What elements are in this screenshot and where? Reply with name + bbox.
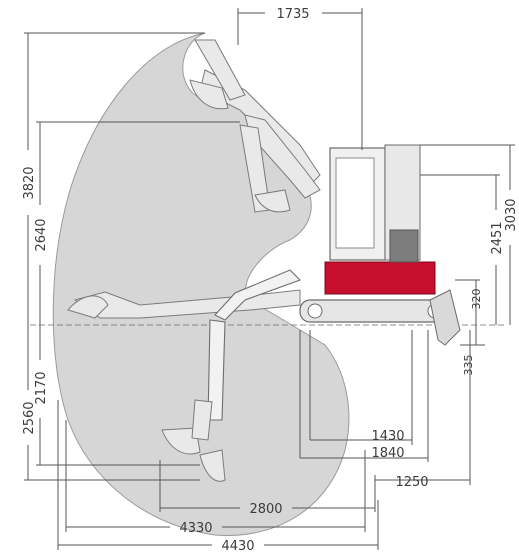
dim-2170-label: 2170 — [34, 371, 49, 404]
dim-4430-label: 4430 — [221, 539, 254, 553]
dim-1840-label: 1840 — [371, 446, 404, 461]
dim-2451-label: 2451 — [490, 221, 505, 254]
dim-1250-label: 1250 — [395, 475, 428, 490]
dim-2560-label: 2560 — [22, 401, 37, 434]
dim-1430-label: 1430 — [371, 429, 404, 444]
dim-3820-label: 3820 — [22, 166, 37, 199]
dim-2800-label: 2800 — [249, 502, 282, 517]
dim-top-width: 1735 — [237, 7, 363, 150]
dim-335-label: 335 — [462, 355, 475, 376]
dim-3030-label: 3030 — [504, 198, 519, 231]
dim-1735-label: 1735 — [276, 7, 309, 22]
dim-2640-label: 2640 — [34, 218, 49, 251]
excavator-machine — [299, 144, 461, 346]
boom-mid-position — [239, 114, 321, 213]
dim-left-heights: 3820 2640 2560 2170 — [22, 32, 240, 481]
dim-tail-swing: 1430 1840 1250 — [299, 330, 471, 495]
blade — [429, 289, 461, 346]
dim-4330-label: 4330 — [179, 521, 212, 536]
boom-lowered-position — [161, 269, 301, 482]
dim-reach: 2800 4330 4430 — [57, 400, 379, 553]
upper-structure — [324, 261, 436, 295]
dim-320-label: 320 — [470, 289, 483, 310]
dim-right-heights: 3030 2451 320 335 — [420, 144, 519, 376]
